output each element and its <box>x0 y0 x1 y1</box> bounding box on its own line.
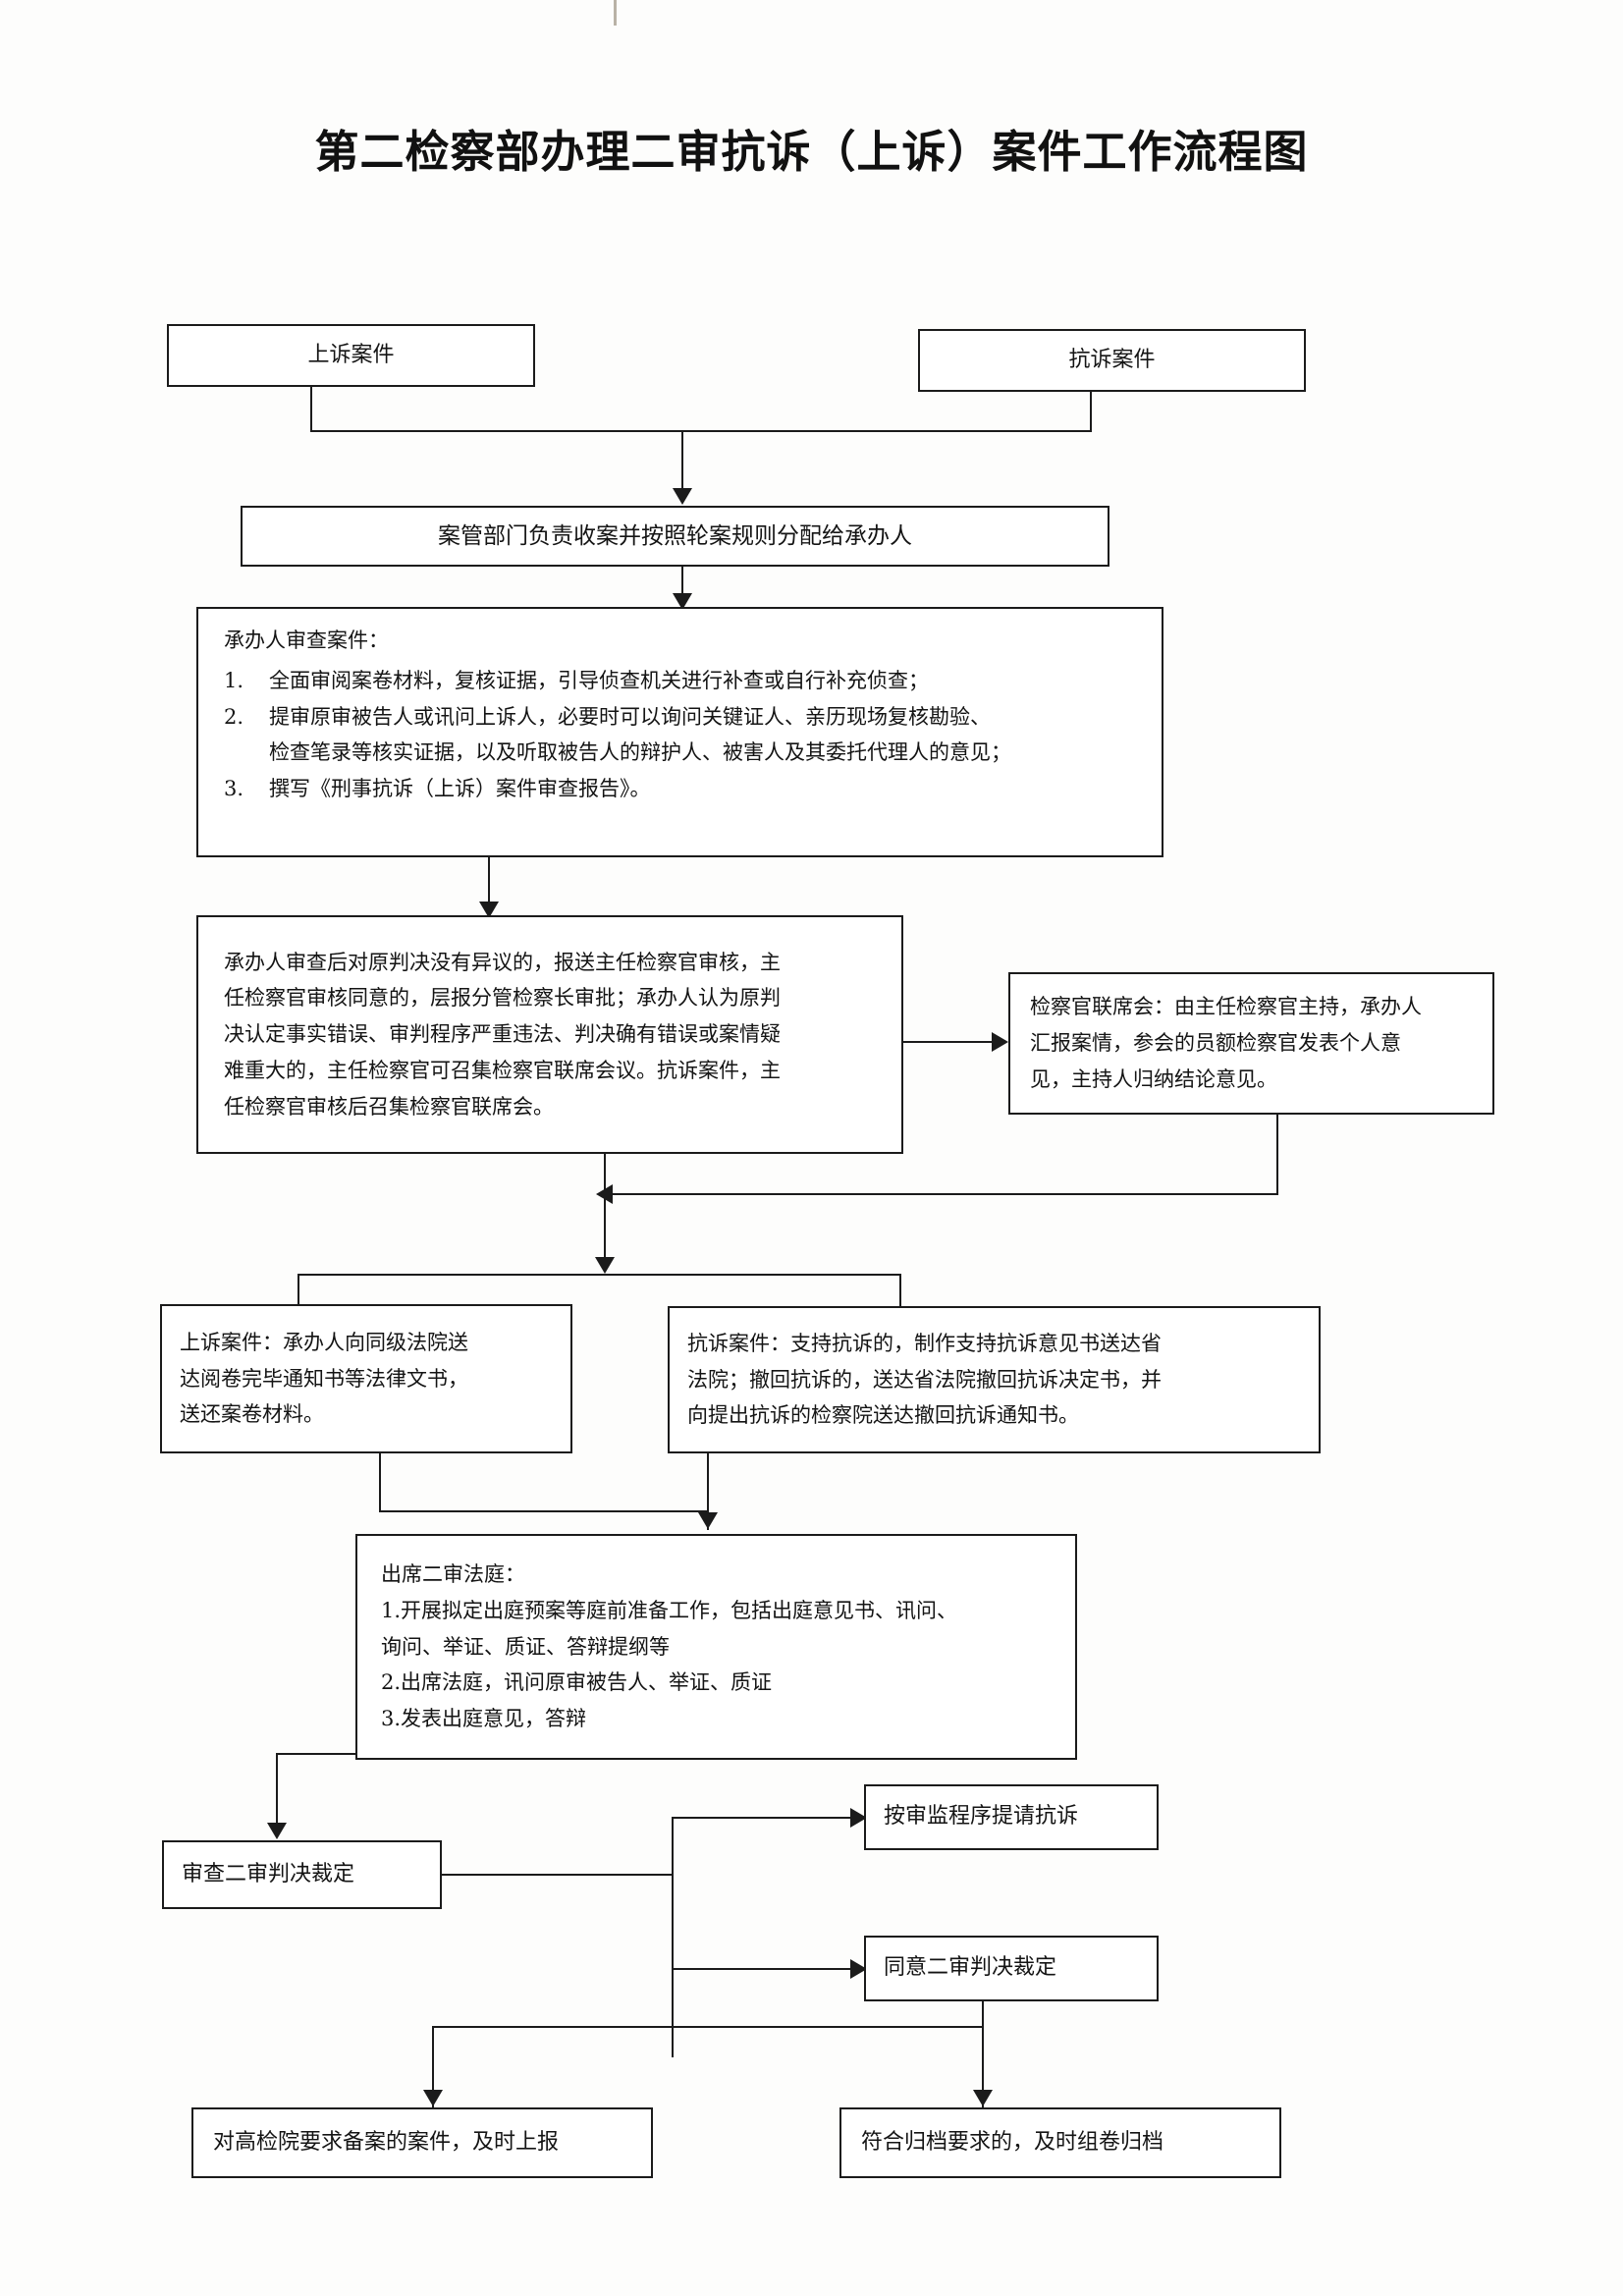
node-review[interactable]: 承办人审查案件： 1. 全面审阅案卷材料，复核证据，引导侦查机关进行补查或自行补… <box>196 607 1163 857</box>
connector-branch-split-bar <box>298 1274 901 1276</box>
connector-intake-to-review <box>681 567 683 606</box>
protest-branch-line-2: 法院；撤回抗诉的，送达省法院撤回抗诉决定书，并 <box>687 1367 1162 1392</box>
connector-court-exit-down <box>276 1753 278 1836</box>
node-review-judgment-label: 审查二审判决裁定 <box>182 1861 355 1886</box>
connector-court-exit-left <box>276 1753 357 1755</box>
review-item-2-text: 提审原审被告人或讯问上诉人，必要时可以询问关键证人、亲历现场复核勘验、 <box>269 704 991 729</box>
connector-agree-across-left <box>432 2026 984 2028</box>
node-protest-case[interactable]: 抗诉案件 <box>918 329 1306 392</box>
arrowhead-approval-split <box>595 1257 615 1274</box>
arrowhead-to-review-judgment <box>267 1823 287 1839</box>
node-appeal-case-label: 上诉案件 <box>307 342 395 367</box>
node-appeal-case[interactable]: 上诉案件 <box>167 324 535 387</box>
appeal-branch-line-3: 送还案卷材料。 <box>180 1402 324 1427</box>
joint-meeting-line-3: 见，主持人归纳结论意见。 <box>1030 1066 1277 1091</box>
review-item-3-num: 3. <box>224 777 244 800</box>
court-session-line-4: 3.发表出庭意见，答辩 <box>381 1707 587 1731</box>
approval-line-2: 任检察官审核同意的，层报分管检察长审批；承办人认为原判 <box>224 986 781 1011</box>
connector-meeting-down <box>1276 1115 1278 1195</box>
node-appeal-branch[interactable]: 上诉案件：承办人向同级法院送 达阅卷完毕通知书等法律文书， 送还案卷材料。 <box>160 1304 572 1453</box>
connector-agree-down <box>982 2001 984 2124</box>
arrowhead-to-report-filing <box>423 2090 443 2106</box>
court-session-line-3: 2.出席法庭，讯问原审被告人、举证、质证 <box>381 1670 773 1695</box>
node-approval[interactable]: 承办人审查后对原判决没有异议的，报送主任检察官审核，主 任检察官审核同意的，层报… <box>196 915 903 1154</box>
joint-meeting-line-1: 检察官联席会：由主任检察官主持，承办人 <box>1030 995 1422 1019</box>
connector-meeting-back-left <box>605 1193 1278 1195</box>
court-session-line-1: 1.开展拟定出庭预案等庭前准备工作，包括出庭意见书、讯问、 <box>381 1598 958 1622</box>
protest-branch-line-1: 抗诉案件：支持抗诉的，制作支持抗诉意见书送达省 <box>687 1331 1162 1355</box>
scan-tick-mark <box>614 0 617 26</box>
connector-outcome-spine <box>672 1817 674 2057</box>
connector-to-supervision <box>672 1817 858 1819</box>
node-supervision-protest-label: 按审监程序提请抗诉 <box>884 1804 1079 1830</box>
node-intake-label: 案管部门负责收案并按照轮案规则分配给承办人 <box>438 522 912 549</box>
appeal-branch-line-1: 上诉案件：承办人向同级法院送 <box>180 1330 468 1354</box>
arrowhead-to-archive <box>973 2090 993 2106</box>
node-protest-case-label: 抗诉案件 <box>1068 347 1156 372</box>
review-item-2-num: 2. <box>224 704 244 729</box>
connector-agree-left-down <box>432 2026 434 2124</box>
connector-approval-down <box>604 1154 606 1272</box>
connector-review-judgment-out <box>442 1874 673 1876</box>
approval-line-1: 承办人审查后对原判决没有异议的，报送主任检察官审核，主 <box>224 950 781 974</box>
node-agree-judgment-label: 同意二审判决裁定 <box>884 1955 1057 1981</box>
approval-line-3: 决认定事实错误、审判程序严重违法、判决确有错误或案情疑 <box>224 1022 781 1047</box>
connector-appeal-down <box>310 387 312 432</box>
appeal-branch-line-2: 达阅卷完毕通知书等法律文书， <box>180 1366 468 1391</box>
arrowhead-to-review <box>673 593 692 610</box>
arrowhead-to-agree <box>850 1959 867 1979</box>
review-item-3-text: 撰写《刑事抗诉（上诉）案件审查报告》。 <box>269 777 651 800</box>
arrowhead-to-intake <box>673 488 692 505</box>
review-item-2-cont: 检查笔录等核实证据，以及听取被告人的辩护人、被害人及其委托代理人的意见； <box>269 740 1011 765</box>
connector-review-to-approval <box>488 857 490 914</box>
connector-merge-to-intake <box>681 430 683 489</box>
node-intake[interactable]: 案管部门负责收案并按照轮案规则分配给承办人 <box>241 506 1109 567</box>
review-item-1: 1. 全面审阅案卷材料，复核证据，引导侦查机关进行补查或自行补充侦查； <box>224 663 929 699</box>
node-joint-meeting[interactable]: 检察官联席会：由主任检察官主持，承办人 汇报案情，参会的员额检察官发表个人意 见… <box>1008 972 1494 1115</box>
connector-protest-across <box>681 430 1092 432</box>
connector-protest-down <box>1090 392 1092 432</box>
node-archive[interactable]: 符合归档要求的，及时组卷归档 <box>839 2107 1281 2178</box>
court-session-line-2: 询问、举证、质证、答辩提纲等 <box>381 1634 670 1659</box>
node-report-filing-label: 对高检院要求备案的案件，及时上报 <box>213 2129 560 2155</box>
node-review-judgment[interactable]: 审查二审判决裁定 <box>162 1840 442 1909</box>
node-archive-label: 符合归档要求的，及时组卷归档 <box>861 2129 1164 2155</box>
connector-to-agree <box>672 1968 858 1970</box>
arrowhead-to-meeting <box>992 1032 1008 1052</box>
connector-appeal-branch-across <box>379 1510 709 1512</box>
arrowhead-to-supervision <box>850 1808 867 1828</box>
node-review-heading: 承办人审查案件： <box>224 629 389 652</box>
review-item-2: 2. 提审原审被告人或讯问上诉人，必要时可以询问关键证人、亲历现场复核勘验、 <box>224 699 991 736</box>
protest-branch-line-3: 向提出抗诉的检察院送达撤回抗诉通知书。 <box>687 1403 1079 1428</box>
page-title: 第二检察部办理二审抗诉（上诉）案件工作流程图 <box>314 126 1309 178</box>
connector-protest-branch-down <box>707 1453 709 1530</box>
review-item-1-num: 1. <box>224 668 244 692</box>
connector-appeal-branch-down <box>379 1453 381 1512</box>
connector-approval-to-meeting <box>903 1041 1001 1043</box>
node-court-session[interactable]: 出席二审法庭： 1.开展拟定出庭预案等庭前准备工作，包括出庭意见书、讯问、 询问… <box>355 1534 1077 1760</box>
approval-line-5: 任检察官审核后召集检察官联席会。 <box>224 1094 554 1119</box>
approval-line-4: 难重大的，主任检察官可召集检察官联席会议。抗诉案件，主 <box>224 1058 781 1082</box>
node-supervision-protest[interactable]: 按审监程序提请抗诉 <box>864 1784 1159 1850</box>
review-item-3: 3. 撰写《刑事抗诉（上诉）案件审查报告》。 <box>224 771 651 807</box>
review-item-1-text: 全面审阅案卷材料，复核证据，引导侦查机关进行补查或自行补充侦查； <box>269 668 929 692</box>
node-agree-judgment[interactable]: 同意二审判决裁定 <box>864 1936 1159 2001</box>
joint-meeting-line-2: 汇报案情，参会的员额检察官发表个人意 <box>1030 1031 1401 1056</box>
court-session-heading: 出席二审法庭： <box>381 1562 525 1587</box>
connector-appeal-across <box>310 430 681 432</box>
node-report-filing[interactable]: 对高检院要求备案的案件，及时上报 <box>191 2107 653 2178</box>
arrowhead-to-approval <box>479 902 499 918</box>
node-protest-branch[interactable]: 抗诉案件：支持抗诉的，制作支持抗诉意见书送达省 法院；撤回抗诉的，送达省法院撤回… <box>668 1306 1321 1453</box>
arrowhead-to-court-session <box>698 1512 718 1529</box>
